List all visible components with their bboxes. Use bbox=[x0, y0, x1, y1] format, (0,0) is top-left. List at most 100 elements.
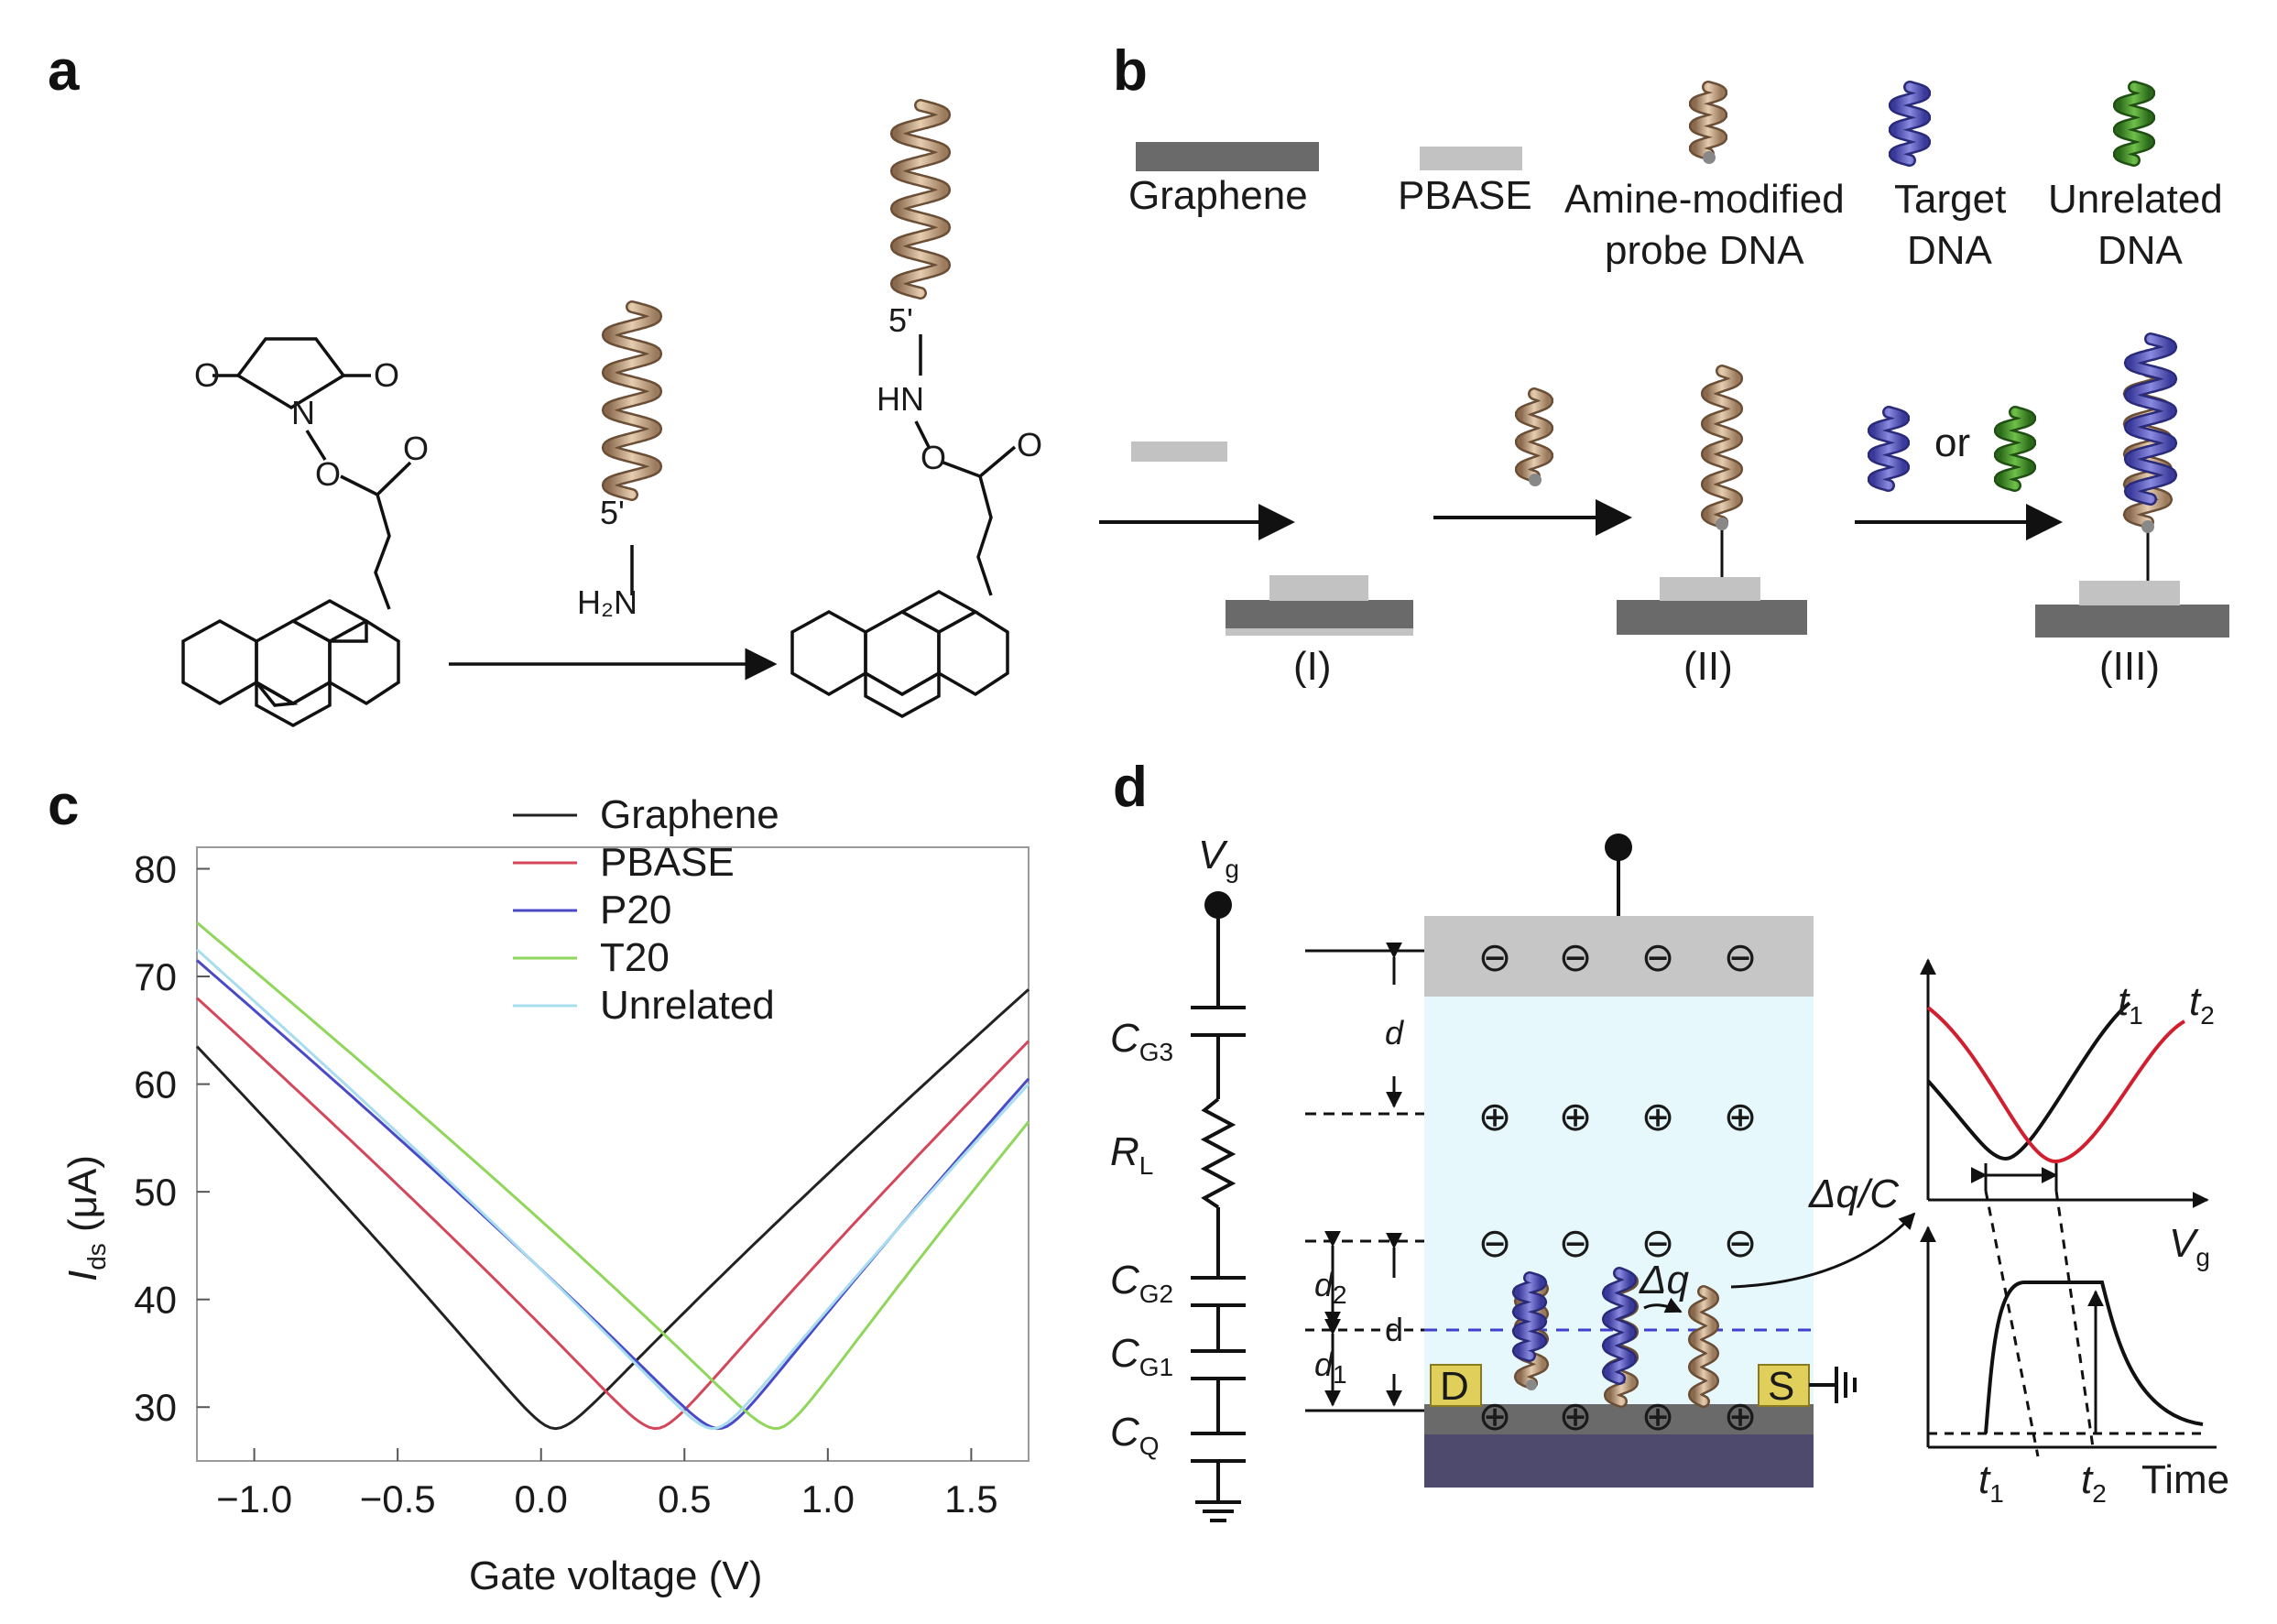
panel-d-helices bbox=[1511, 1267, 1720, 1408]
panel-a-helices bbox=[601, 99, 952, 501]
y-tick-label: 80 bbox=[134, 848, 177, 891]
inset-curve-t1 bbox=[1926, 1001, 2131, 1161]
pbase-above-arrow bbox=[1131, 441, 1227, 462]
substrate bbox=[1424, 1434, 1814, 1488]
vg-terminal bbox=[1204, 891, 1232, 919]
minus-charge: ⊖ bbox=[1641, 935, 1675, 980]
atom-n: N bbox=[291, 394, 315, 431]
inset-top-xlabel: Vg bbox=[2169, 1221, 2210, 1271]
delta-q-over-c-label: Δq/C bbox=[1808, 1172, 1900, 1216]
inset-bottom-t2-sub: 2 bbox=[2092, 1479, 2107, 1508]
inset-top-t1-main: t bbox=[2118, 979, 2130, 1024]
cq-label: CQ bbox=[1110, 1410, 1160, 1460]
d1-sub: 1 bbox=[1333, 1360, 1347, 1389]
inset-bottom-t2: t2 bbox=[2081, 1457, 2107, 1508]
vg-main: V bbox=[1198, 833, 1228, 877]
plus-charge: ⊕ bbox=[1641, 1394, 1675, 1439]
legend-target-label-line2: DNA bbox=[1907, 228, 1993, 273]
legend-probe-label-line1: Amine-modified bbox=[1564, 177, 1845, 222]
minus-charge: ⊖ bbox=[1478, 935, 1512, 980]
inset-top-t2-main: t bbox=[2189, 979, 2202, 1024]
panel-b-assembly: Graphene PBASE Amine-modified probe DNA … bbox=[1099, 142, 2229, 689]
step-probe-helix bbox=[1515, 387, 1553, 483]
atom-o-left: O bbox=[194, 356, 220, 394]
source-contact bbox=[1758, 1364, 1810, 1407]
step3-target-helix bbox=[2123, 332, 2178, 506]
inset-bottom-t1: t1 bbox=[1978, 1457, 2004, 1508]
legend-target-label-line1: Target bbox=[1894, 177, 2006, 222]
atom-o-ester: O bbox=[315, 455, 341, 493]
minus-charge: ⊖ bbox=[1724, 935, 1758, 980]
series-line-pbase bbox=[195, 997, 1030, 1431]
drain-contact bbox=[1430, 1364, 1482, 1407]
step3-label: (III) bbox=[2099, 644, 2160, 689]
rl-label: RL bbox=[1110, 1129, 1153, 1180]
inset-top-t2-sub: 2 bbox=[2200, 1001, 2215, 1030]
legend-unrelated-helix bbox=[2113, 81, 2155, 167]
x-tick-label: 1.5 bbox=[944, 1477, 997, 1520]
chart-frame bbox=[196, 846, 1030, 1462]
panel-d-circuit: Vg CG3 RL CG2 CG1 CQ bbox=[1110, 833, 1916, 1522]
series-line-unrelated bbox=[195, 948, 1030, 1431]
legend-graphene-swatch bbox=[1136, 142, 1319, 171]
pyrene-right bbox=[790, 590, 1009, 718]
device-probe-helix-3 bbox=[1687, 1285, 1720, 1408]
step3-graphene bbox=[2035, 605, 2229, 638]
atom-o-right: O bbox=[374, 356, 399, 394]
cg3-label: CG3 bbox=[1110, 1016, 1173, 1066]
inset-bottom-t1-main: t bbox=[1978, 1457, 1991, 1502]
source-label: S bbox=[1768, 1364, 1794, 1409]
cg1-label: CG1 bbox=[1110, 1331, 1173, 1381]
step2-label: (II) bbox=[1683, 644, 1733, 689]
panel-letter-c: c bbox=[48, 774, 79, 837]
minus-charge: ⊖ bbox=[1724, 1221, 1758, 1266]
x-tick-label: 0.0 bbox=[515, 1477, 568, 1520]
inset-top-xlabel-main: V bbox=[2169, 1221, 2199, 1266]
legend-entry: P20 bbox=[600, 888, 671, 932]
y-tick-label: 40 bbox=[134, 1279, 177, 1322]
step1-label: (I) bbox=[1293, 644, 1332, 689]
legend-pbase-swatch bbox=[1420, 147, 1522, 170]
or-text: or bbox=[1934, 420, 1970, 465]
cg3-sub: G3 bbox=[1139, 1038, 1173, 1066]
plus-charge: ⊕ bbox=[1478, 1095, 1512, 1139]
chart-ylabel-sub: ds bbox=[82, 1243, 111, 1270]
y-tick-label: 30 bbox=[134, 1386, 177, 1429]
inset-top-xlabel-sub: g bbox=[2195, 1243, 2210, 1271]
inset-curve-t2 bbox=[1926, 1006, 2185, 1164]
step2-graphene bbox=[1617, 600, 1807, 635]
minus-charge: ⊖ bbox=[1559, 935, 1593, 980]
product-o-carbonyl: O bbox=[1017, 426, 1042, 463]
d2-sub: 2 bbox=[1333, 1281, 1347, 1309]
step-target-helix bbox=[1868, 406, 1910, 492]
product-o-ester: O bbox=[921, 439, 946, 476]
plus-charge: ⊕ bbox=[1478, 1394, 1512, 1439]
chart-ylabel-main: I bbox=[60, 1270, 105, 1281]
legend-entry: T20 bbox=[600, 935, 670, 980]
legend-graphene-label: Graphene bbox=[1128, 173, 1308, 218]
vg-label: Vg bbox=[1198, 833, 1239, 883]
product-hn: HN bbox=[877, 380, 924, 418]
pyrene-left bbox=[181, 599, 400, 727]
cg1-main: C bbox=[1110, 1331, 1140, 1376]
legend-target-helix bbox=[1889, 81, 1931, 167]
product-5prime: 5' bbox=[888, 301, 913, 339]
step-unrelated-helix bbox=[1994, 406, 2036, 492]
step1-pbase bbox=[1269, 575, 1368, 601]
device-target-helix-2 bbox=[1601, 1267, 1638, 1385]
cg2-label: CG2 bbox=[1110, 1258, 1173, 1308]
series-line-graphene bbox=[195, 988, 1030, 1431]
plus-charge: ⊕ bbox=[1724, 1394, 1758, 1439]
x-tick-label: −0.5 bbox=[360, 1477, 436, 1520]
d-distance-label: d bbox=[1385, 1014, 1404, 1052]
plus-charge: ⊕ bbox=[1559, 1394, 1593, 1439]
legend-entry: Unrelated bbox=[600, 983, 775, 1028]
panel-b-helices bbox=[1515, 81, 2178, 533]
legend-unrelated-label-line2: DNA bbox=[2097, 228, 2184, 273]
d2-label: d2 bbox=[1314, 1266, 1347, 1309]
step1-graphene-edge bbox=[1226, 628, 1413, 636]
plus-charge: ⊕ bbox=[1641, 1095, 1675, 1139]
